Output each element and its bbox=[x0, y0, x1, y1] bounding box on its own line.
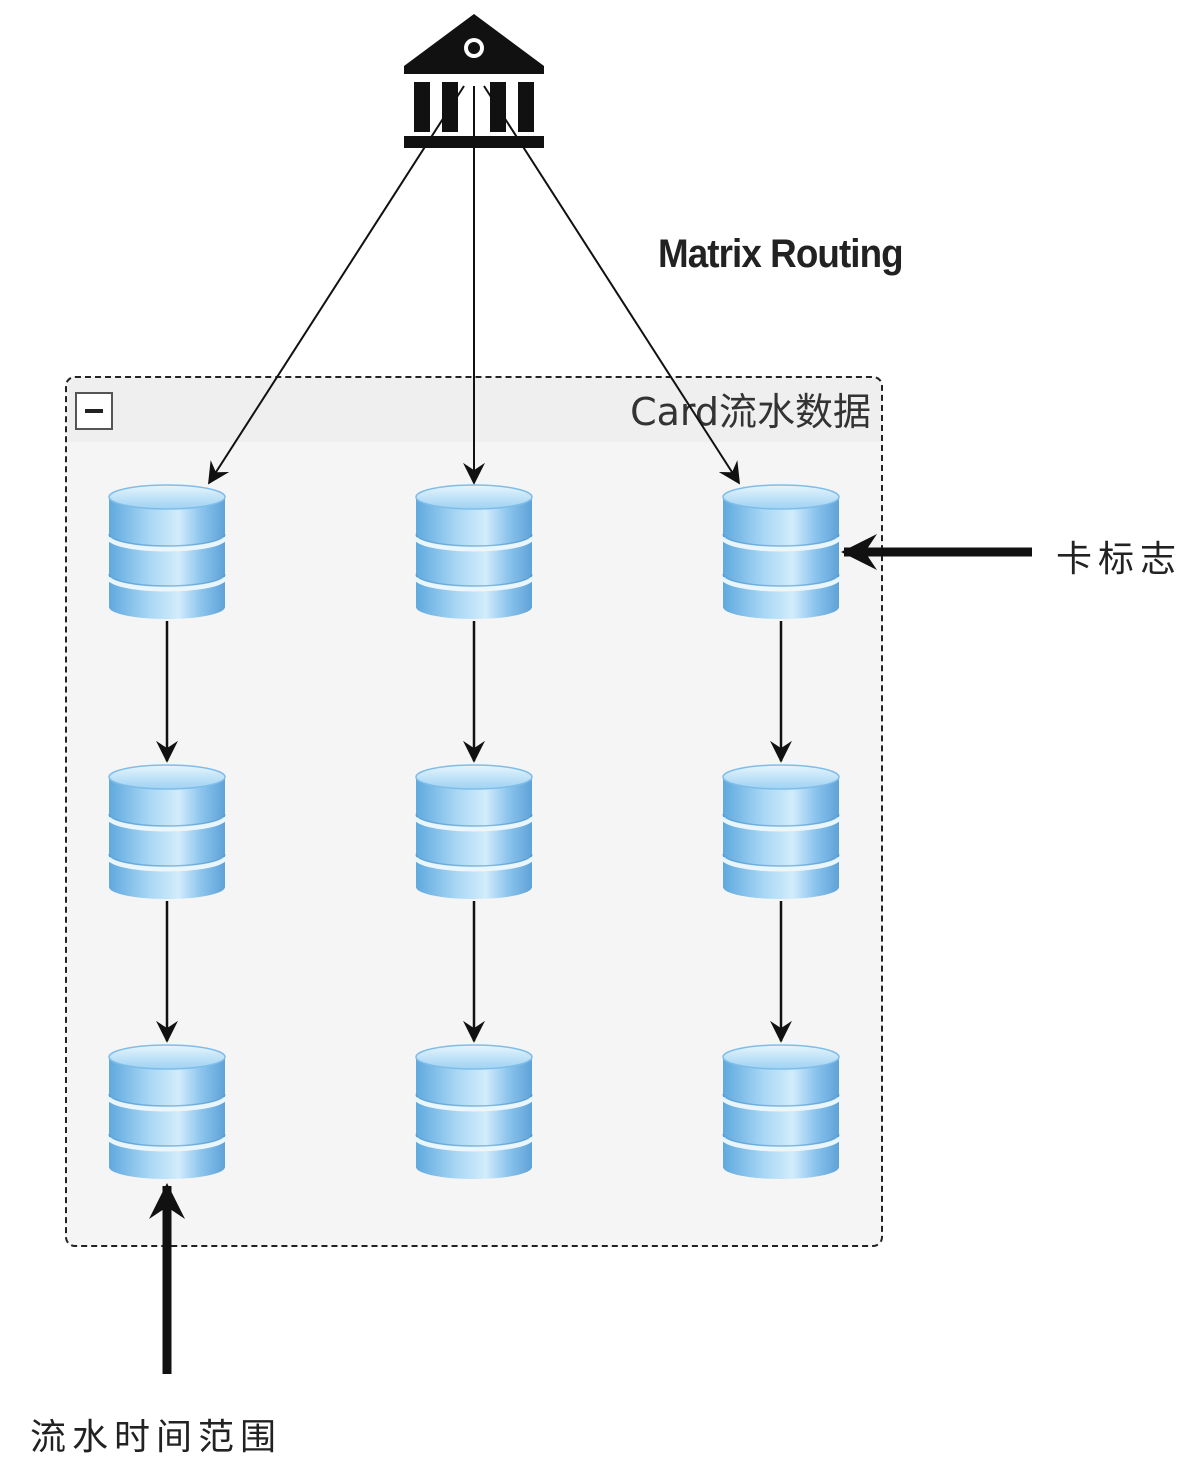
database-icon bbox=[106, 1044, 228, 1179]
database-icon bbox=[720, 484, 842, 619]
database-icon bbox=[413, 484, 535, 619]
minus-icon[interactable] bbox=[75, 392, 113, 430]
card-flag-label: 卡标志 bbox=[1056, 539, 1183, 580]
database-icon bbox=[106, 484, 228, 619]
routing-arrow bbox=[483, 85, 740, 485]
group-title: Card流水数据 bbox=[630, 390, 871, 434]
time-range-label: 流水时间范围 bbox=[30, 1417, 283, 1458]
routing-edges bbox=[208, 85, 740, 485]
database-icon bbox=[413, 764, 535, 899]
routing-arrow bbox=[208, 85, 465, 485]
database-icon bbox=[720, 764, 842, 899]
database-nodes bbox=[106, 484, 842, 1179]
matrix-routing-label: Matrix Routing bbox=[658, 232, 904, 276]
database-icon bbox=[413, 1044, 535, 1179]
database-icon bbox=[106, 764, 228, 899]
database-icon bbox=[720, 1044, 842, 1179]
chain-edges bbox=[156, 621, 792, 1043]
